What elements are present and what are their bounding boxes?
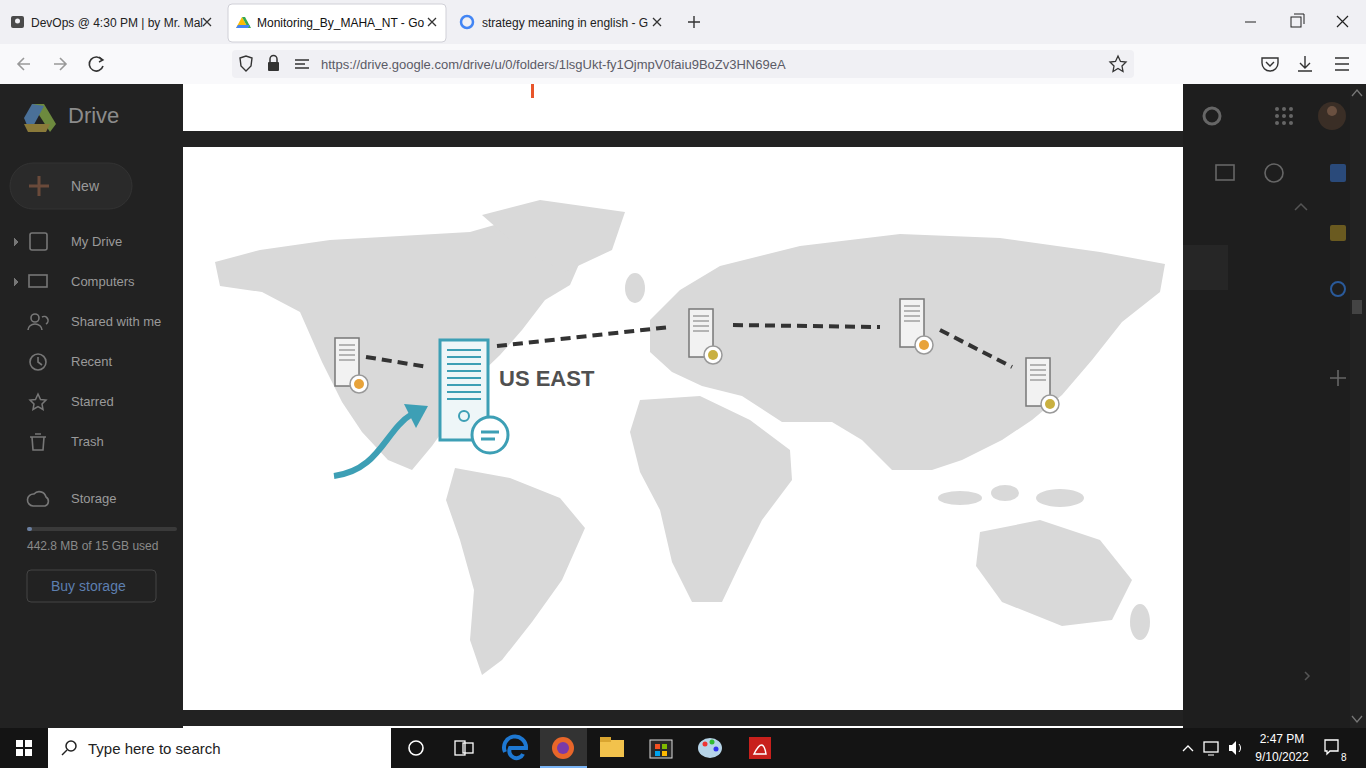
nav-item: Recent bbox=[71, 355, 112, 368]
server-icon bbox=[335, 338, 368, 393]
nav-item: Starred bbox=[71, 395, 114, 408]
node-text: New bbox=[71, 178, 99, 194]
browser-tab: DevOps @ 4:30 PM | by Mr. Mal bbox=[0, 4, 232, 42]
browser-tab: strategy meaning in english - G bbox=[452, 4, 675, 42]
node-text: Monitoring_By_MAHA_NT - Go bbox=[257, 16, 424, 30]
node-text: strategy meaning in english - G bbox=[482, 16, 648, 30]
taskbar-search: Type here to search bbox=[80, 728, 380, 768]
nav-item: Storage bbox=[71, 492, 117, 505]
node-text: DevOps @ 4:30 PM | by Mr. Mal bbox=[31, 16, 203, 30]
notification-count: 8 bbox=[1341, 753, 1347, 763]
server-icon bbox=[900, 299, 933, 354]
migration-arrow bbox=[334, 414, 412, 476]
clock-time: 2:47 PM bbox=[1254, 733, 1310, 745]
node-text: Type here to search bbox=[88, 740, 221, 757]
app-name: Drive bbox=[68, 105, 119, 127]
nav-item: Computers bbox=[71, 275, 135, 288]
region-label: US EAST bbox=[499, 368, 594, 390]
node-text: https://drive.google.com/drive/u/0/folde… bbox=[321, 57, 786, 72]
storage-usage: 442.8 MB of 15 GB used bbox=[27, 540, 158, 552]
node-text: Buy storage bbox=[51, 578, 126, 594]
new-button: New bbox=[58, 166, 124, 206]
primary-server-icon bbox=[440, 340, 508, 453]
nav-item: My Drive bbox=[71, 235, 122, 248]
buy-storage-button: Buy storage bbox=[28, 571, 155, 601]
server-icon bbox=[689, 309, 722, 364]
server-icon bbox=[1026, 358, 1059, 413]
browser-tab: Monitoring_By_MAHA_NT - Go bbox=[228, 4, 451, 42]
nav-item: Trash bbox=[71, 435, 104, 448]
address-bar: https://drive.google.com/drive/u/0/folde… bbox=[312, 50, 1092, 78]
nav-item: Shared with me bbox=[71, 315, 161, 328]
clock-date: 9/10/2022 bbox=[1250, 751, 1314, 763]
